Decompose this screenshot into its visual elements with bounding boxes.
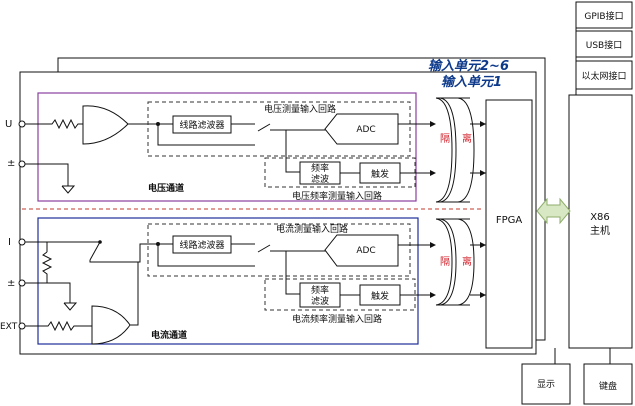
- current-bypass: [157, 244, 255, 267]
- host-label-line2: 主机: [590, 224, 610, 237]
- current-freq-filter: [299, 282, 341, 308]
- current-freq-loop-label: 电流频率测量输入回路: [292, 313, 382, 325]
- voltage-measure-loop-frame: [147, 101, 411, 157]
- current-measure-loop-frame: [147, 223, 411, 277]
- fpga-box: [485, 99, 533, 349]
- current-shunt-resistor: [41, 251, 53, 283]
- current-to-filter: [89, 243, 173, 263]
- current-input-pm-terminal: [18, 279, 26, 287]
- voltage-freq-tap: [285, 130, 300, 173]
- port-usb-label: USB接口: [586, 39, 622, 51]
- display-box: [521, 363, 571, 405]
- voltage-input-resistor: [25, 118, 83, 130]
- voltage-adc-label: ADC: [356, 125, 375, 135]
- voltage-ground-icon: [61, 185, 76, 194]
- current-switch: [257, 244, 271, 253]
- fpga-host-link-arrow: [536, 197, 571, 225]
- current-isolation: 隔 离: [435, 218, 475, 306]
- voltage-channel-label: 电压通道: [148, 182, 184, 194]
- voltage-channel-frame: [37, 92, 417, 202]
- voltage-amplifier: [82, 105, 129, 145]
- current-measure-loop-label: 电流测量输入回路: [276, 223, 348, 235]
- voltage-trigger-label: 触发: [371, 168, 389, 180]
- current-trigger-arrow: [430, 292, 436, 298]
- voltage-input-pm-terminal: [18, 160, 26, 168]
- input-unit-1-label: 输入单元1: [441, 74, 502, 90]
- voltage-isolation-char1: 隔: [440, 133, 450, 145]
- voltage-input-pm-label: ±: [7, 158, 15, 169]
- port-ethernet-label: 以太网接口: [581, 70, 626, 82]
- current-isolation-char1: 隔: [440, 256, 450, 268]
- current-isolation-char2: 离: [462, 255, 472, 268]
- current-ext-resistor: [25, 320, 92, 332]
- voltage-isolation: 隔 离: [435, 97, 475, 203]
- fpga-label: FPGA: [496, 215, 523, 226]
- current-ground-wire: [25, 282, 71, 303]
- voltage-to-fpga-1-arrow: [480, 121, 486, 127]
- current-freq-filter-label-2: 滤波: [311, 295, 329, 307]
- host-label-line1: X86: [590, 212, 610, 223]
- current-input-ext-label: EXT: [0, 322, 18, 332]
- current-to-fpga-2-arrow: [480, 292, 486, 298]
- current-ext-amp-out: [130, 262, 139, 326]
- voltage-trigger-arrow: [430, 170, 436, 176]
- display-label: 显示: [537, 379, 555, 390]
- current-adc: [324, 234, 399, 267]
- voltage-freq-filter-label-1: 频率: [311, 162, 329, 174]
- current-adc-label: ADC: [356, 246, 375, 256]
- voltage-measure-loop-label: 电压测量输入回路: [264, 103, 336, 115]
- input-unit-2-6-label: 输入单元2~6: [428, 58, 509, 74]
- port-ethernet: 以太网接口: [575, 60, 633, 90]
- current-channel-label: 电流通道: [151, 329, 187, 341]
- current-freq-filter-label-1: 频率: [311, 284, 329, 296]
- voltage-adc-arrow: [430, 121, 436, 127]
- voltage-line-filter-label: 线路滤波器: [179, 119, 224, 131]
- voltage-input-u-terminal: [18, 120, 26, 128]
- host-x86: X86 主机: [568, 94, 633, 349]
- voltage-switch: [257, 123, 271, 132]
- voltage-bypass: [157, 124, 255, 146]
- current-input-i-label: I: [8, 237, 11, 248]
- current-trigger-label: 触发: [371, 290, 389, 302]
- keyboard-box: [583, 363, 633, 405]
- current-ground-icon: [63, 302, 78, 311]
- current-channel-frame: [37, 217, 419, 345]
- current-ext-amplifier: [91, 305, 131, 345]
- current-input-pm-label: ±: [7, 278, 15, 289]
- voltage-freq-loop-label: 电压频率测量输入回路: [292, 190, 382, 202]
- voltage-input-u-label: U: [5, 119, 12, 130]
- port-gpib-label: GPIB接口: [584, 10, 623, 22]
- current-select-switch: [89, 241, 101, 261]
- current-to-fpga-1-arrow: [480, 242, 486, 248]
- voltage-ground-wire: [25, 163, 69, 186]
- voltage-to-fpga-2-arrow: [480, 170, 486, 176]
- current-input-i-terminal: [18, 238, 26, 246]
- voltage-isolation-char2: 离: [462, 132, 472, 145]
- voltage-freq-filter-label-2: 滤波: [311, 173, 329, 185]
- current-line-filter-label: 线路滤波器: [179, 239, 224, 251]
- current-input-ext-terminal: [18, 322, 26, 330]
- current-adc-arrow: [430, 242, 436, 248]
- current-freq-tap: [285, 251, 300, 295]
- port-gpib: GPIB接口: [575, 1, 633, 29]
- keyboard-label: 键盘: [599, 380, 617, 392]
- voltage-adc: [324, 113, 399, 145]
- current-freq-loop-frame: [264, 278, 416, 311]
- port-usb: USB接口: [575, 30, 633, 58]
